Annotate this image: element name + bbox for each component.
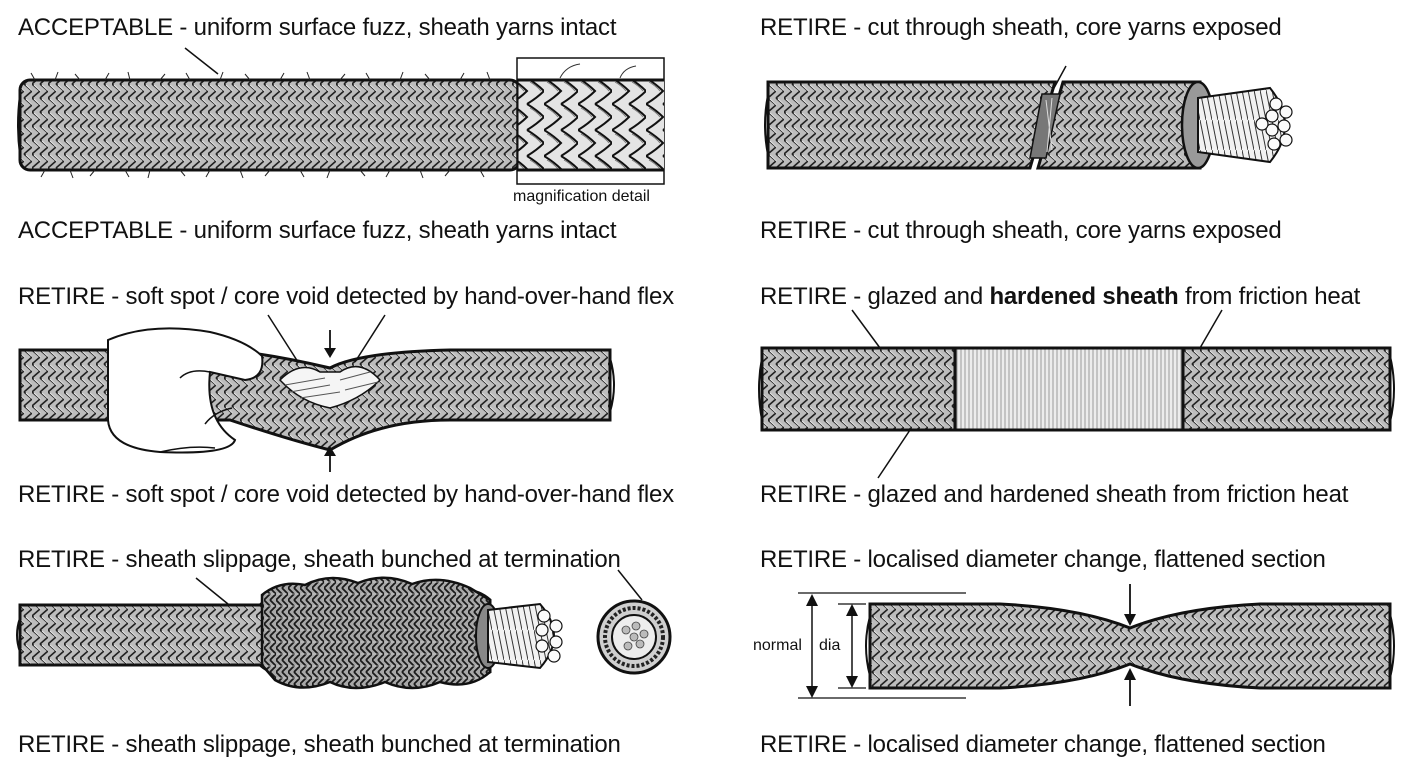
panel-3-rope (18, 314, 615, 472)
panel-5-caption-top: RETIRE - sheath slippage, sheath bunched… (18, 546, 621, 573)
arrow-up-icon (324, 446, 336, 472)
panel-4-rope (758, 309, 1395, 479)
panel-4-caption-bold: hardened sheath (989, 283, 1179, 310)
panel-5-rope (16, 569, 672, 690)
arrow-up-icon (1124, 668, 1136, 706)
glazed-section (953, 346, 1187, 432)
fuzz-leader-line (184, 47, 219, 75)
panel-5-caption-bottom: RETIRE - sheath slippage, sheath bunched… (18, 731, 621, 758)
bunched-sheath (260, 576, 492, 690)
panel-1-rope (17, 47, 522, 179)
magnification-detail-box (516, 57, 665, 185)
panel-2-rope (764, 65, 1293, 170)
panel-6-caption-bottom: RETIRE - localised diameter change, flat… (760, 731, 1326, 758)
core-yarn-ends (1255, 97, 1293, 151)
panel-4-caption-bottom: RETIRE - glazed and hardened sheath from… (760, 481, 1349, 508)
surface-fuzz (30, 71, 491, 179)
panel-4-caption-after: from friction heat (1178, 283, 1361, 310)
panel-6-rope (798, 584, 1395, 706)
panel-1-caption-bottom: ACCEPTABLE - uniform surface fuzz, sheat… (18, 217, 617, 244)
reduced-dia-label: dia (819, 637, 841, 654)
panel-3-caption-top: RETIRE - soft spot / core void detected … (18, 283, 674, 310)
arrow-down-icon (1124, 584, 1136, 626)
cut-leader-line (1053, 65, 1067, 89)
normal-dia-label: normal (753, 637, 802, 654)
panel-4-caption-before: RETIRE - glazed and (760, 283, 990, 310)
panel-2-caption-bottom: RETIRE - cut through sheath, core yarns … (760, 217, 1282, 244)
hand-icon (107, 327, 264, 454)
cut-gap (1029, 93, 1061, 159)
panel-3-caption-bottom: RETIRE - soft spot / core void detected … (18, 481, 674, 508)
magnification-detail-label: magnification detail (513, 188, 650, 205)
panel-2-caption-top: RETIRE - cut through sheath, core yarns … (760, 14, 1282, 41)
reduced-dia-dimension (846, 604, 858, 688)
panel-6-caption-top: RETIRE - localised diameter change, flat… (760, 546, 1326, 573)
panel-4-caption-top: RETIRE - glazed and hardened sheath from… (760, 283, 1360, 311)
arrow-down-icon (324, 330, 336, 358)
rope-cross-section-icon (596, 599, 672, 675)
panel-1-caption-top: ACCEPTABLE - uniform surface fuzz, sheat… (18, 14, 617, 41)
normal-dia-dimension (806, 594, 818, 698)
